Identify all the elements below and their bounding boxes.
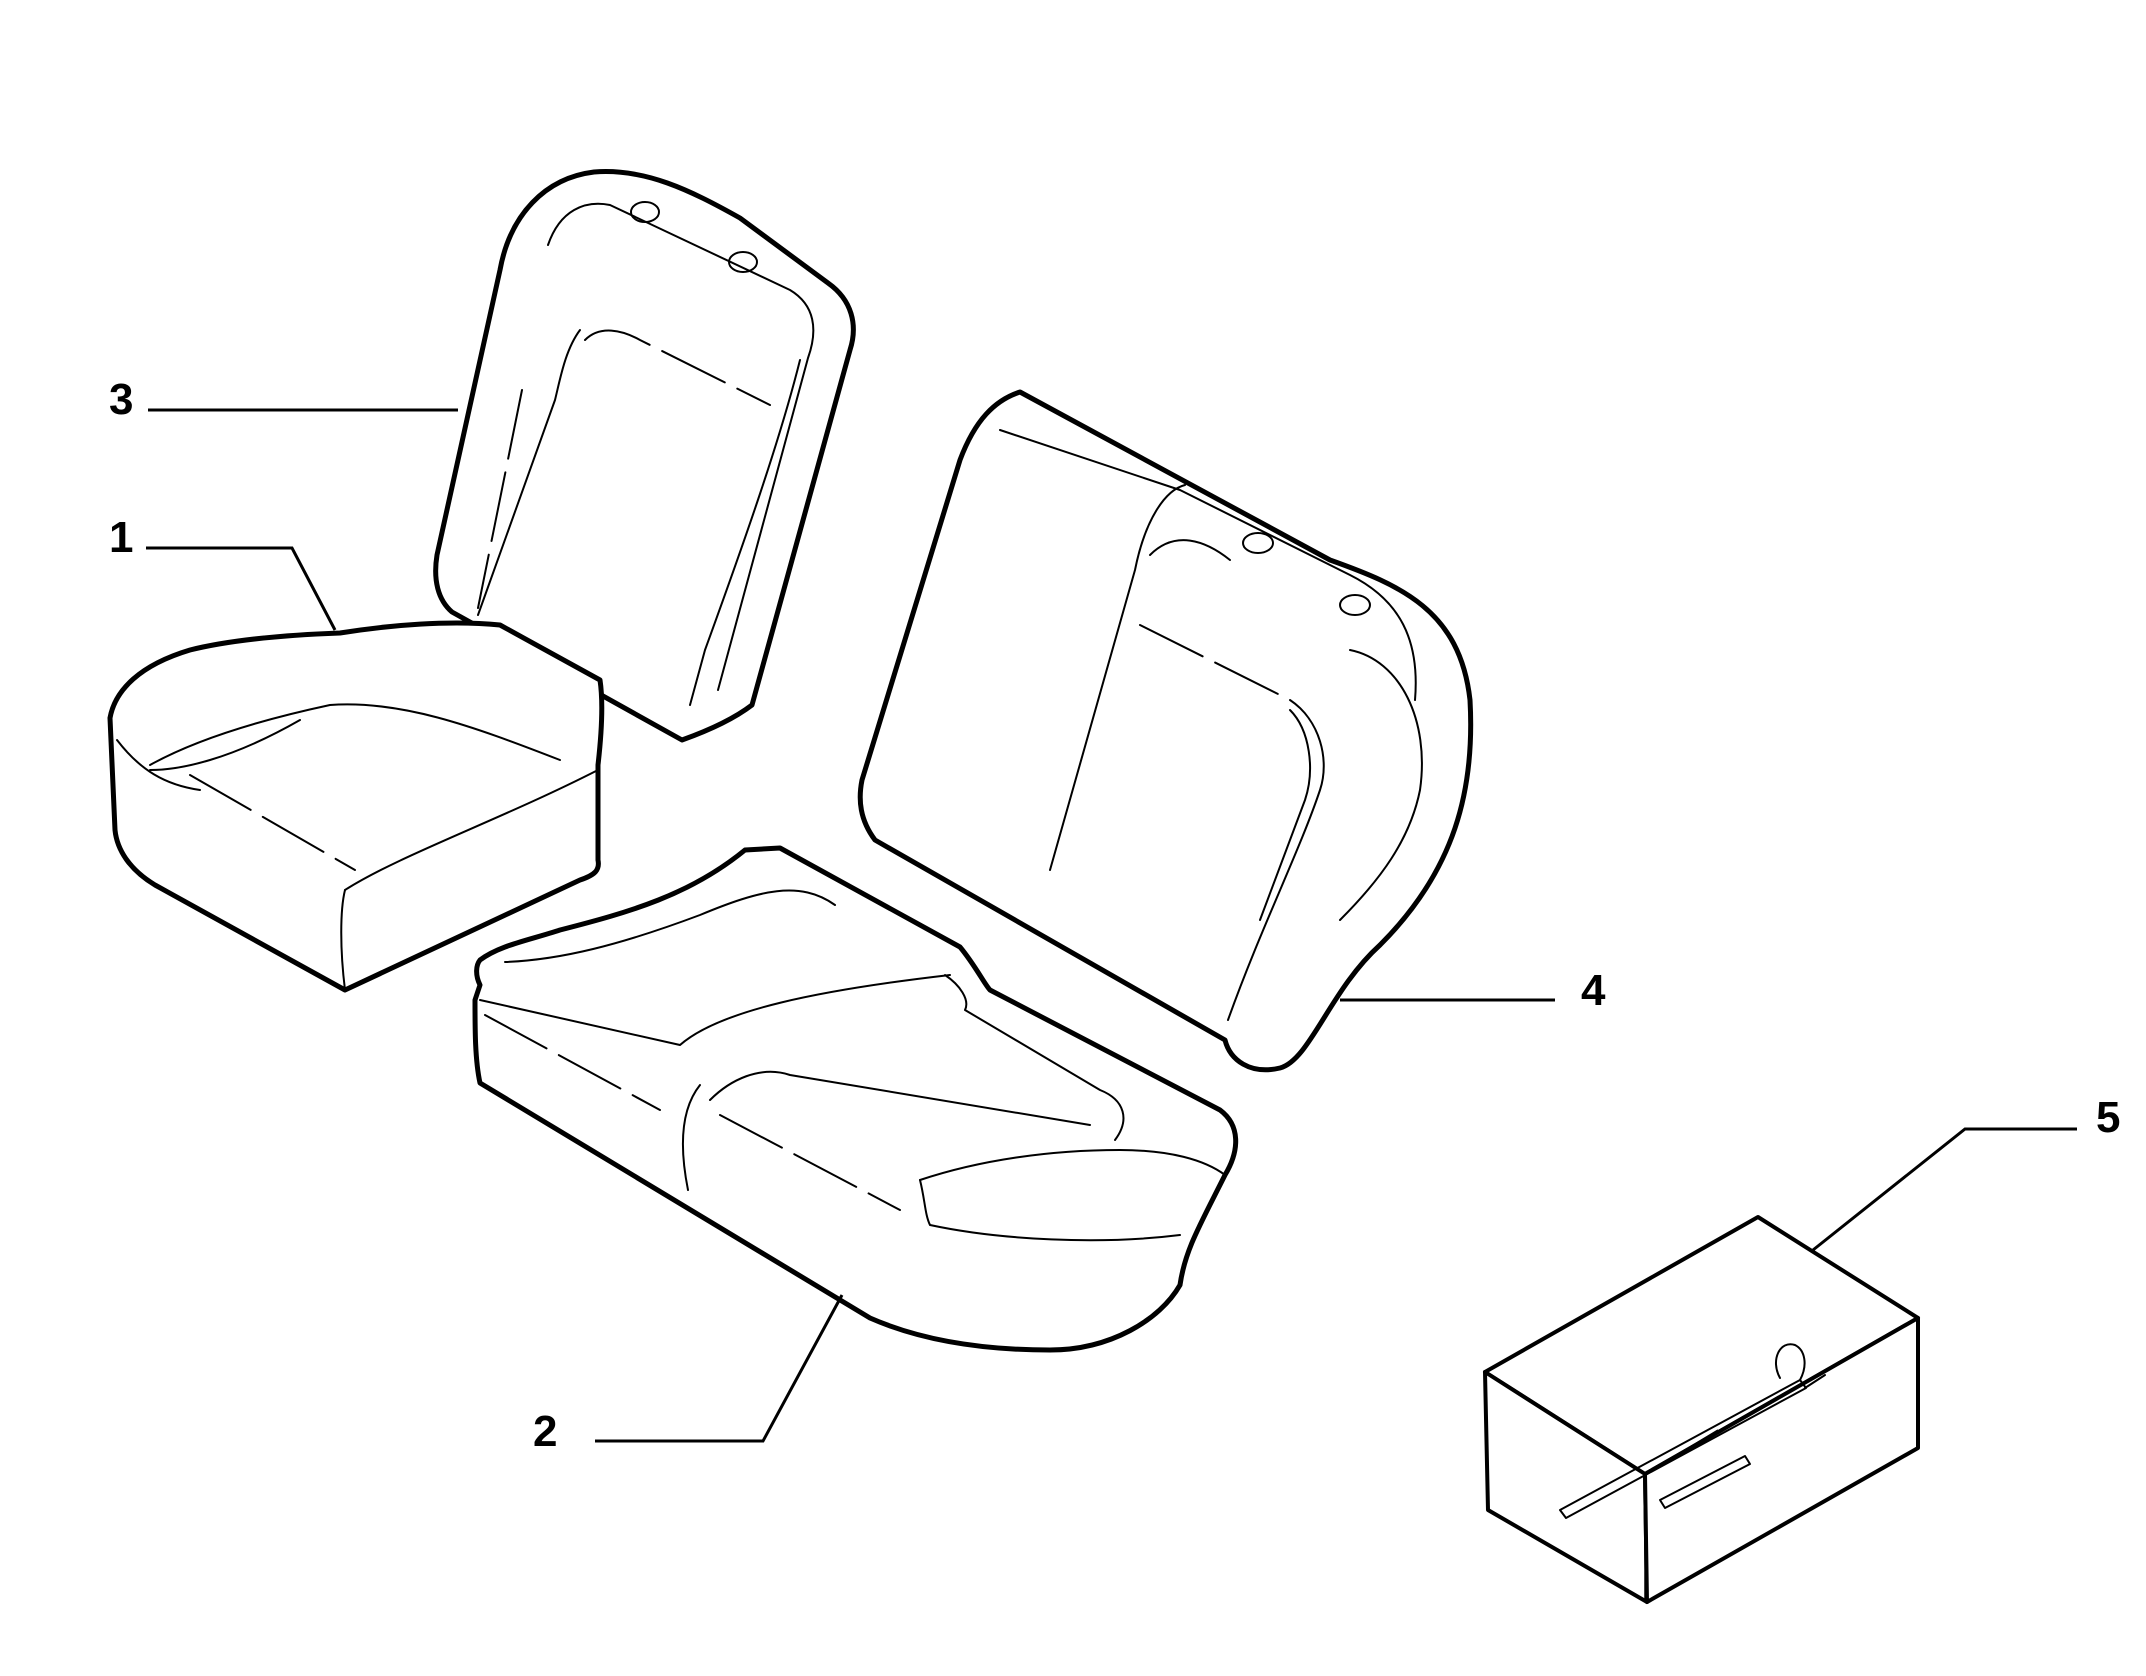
left-seat-cushion	[107, 620, 605, 993]
right-seat-backrest	[857, 389, 1474, 1073]
belt-strap	[1559, 1343, 1826, 1519]
callout-2: 2	[533, 1407, 557, 1456]
left-seat-backrest	[433, 169, 856, 743]
callout-numbers: 3 1 4 2 5	[109, 375, 2120, 1456]
leader-line-1	[146, 546, 337, 631]
callout-4: 4	[1581, 966, 1606, 1015]
leader-line-2	[595, 1294, 844, 1443]
kit-box	[1483, 1215, 1920, 1604]
leader-line-5	[1812, 1127, 2077, 1252]
right-bench-cushion	[472, 845, 1239, 1353]
callout-5: 5	[2096, 1093, 2120, 1142]
callout-1: 1	[109, 513, 133, 562]
leader-lines	[146, 408, 2077, 1443]
callout-3: 3	[109, 375, 133, 424]
